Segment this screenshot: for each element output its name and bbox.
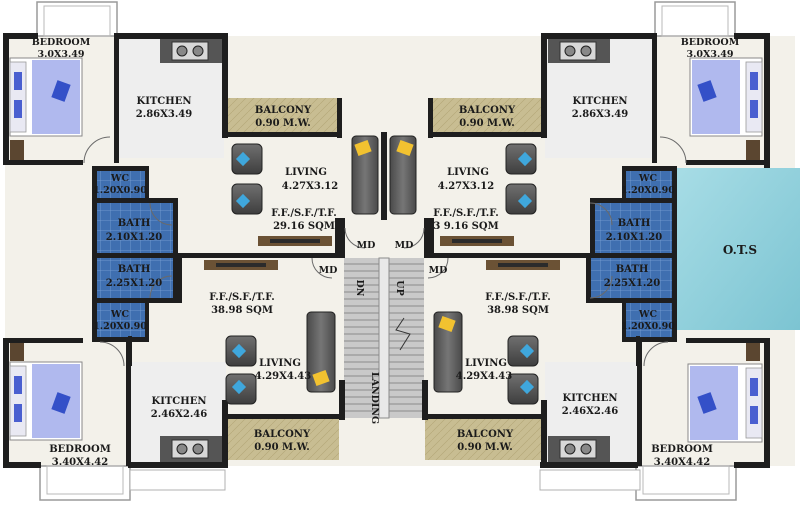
wc-top-right-dim: 1.20X0.90 (621, 185, 675, 196)
bath-upper-right-label: BATH (618, 218, 651, 229)
bath-lower-right-dim: 2.25X1.20 (604, 278, 661, 289)
kitchen-top-left-dim: 2.86X3.49 (136, 109, 193, 120)
living-top-right-dim: 4.27X3.12 (438, 181, 495, 192)
stair-landing-label: LANDING (369, 372, 380, 424)
balcony-top-left-label: BALCONY (255, 105, 312, 116)
tv-units (204, 236, 560, 270)
balcony-bottom-left-label: BALCONY (254, 429, 311, 440)
md-top-left: MD (357, 240, 376, 251)
bath-upper-left-label: BATH (118, 218, 151, 229)
balcony-bottom-right-label: BALCONY (457, 429, 514, 440)
bedroom-top-left-dim: 3.0X3.49 (37, 49, 84, 60)
ots-label: O.T.S (723, 243, 757, 257)
living-top-left-dim: 4.27X3.12 (282, 181, 339, 192)
area-bottom-left-tag: F.F./S.F./T.F. (209, 292, 275, 303)
wc-bottom-right-dim: 1.20X0.90 (621, 321, 675, 332)
door-swings (83, 136, 687, 367)
bath-tiles (95, 171, 675, 339)
balcony-bottom-right-dim: 0.90 M.W. (457, 442, 513, 453)
balcony-top-left-dim: 0.90 M.W. (255, 118, 311, 129)
kitchen-bottom-right-label: KITCHEN (563, 393, 618, 404)
bedroom-bottom-right-label: BEDROOM (651, 444, 713, 455)
bedroom-top-right-dim: 3.0X3.49 (686, 49, 733, 60)
bedroom-bottom-left-label: BEDROOM (49, 444, 111, 455)
area-top-left-tag: F.F./S.F./T.F. (271, 208, 337, 219)
bedroom-bottom-right-dim: 3.40X4.42 (654, 457, 711, 468)
wc-top-left-dim: 1.20X0.90 (93, 185, 147, 196)
walls (3, 33, 770, 468)
ots-shaft (672, 168, 800, 330)
living-bottom-left-dim: 4.29X4.43 (255, 371, 312, 382)
area-bottom-right-value: 38.98 SQM (487, 305, 549, 316)
bath-lower-left-dim: 2.25X1.20 (106, 278, 163, 289)
sofas (306, 135, 463, 393)
living-top-left-label: LIVING (285, 167, 327, 178)
living-bottom-right-label: LIVING (465, 358, 507, 369)
bath-lower-left-label: BATH (118, 264, 151, 275)
bath-upper-left-dim: 2.10X1.20 (106, 232, 163, 243)
bed-top-right (689, 57, 763, 137)
balcony-top-right-dim: 0.90 M.W. (459, 118, 515, 129)
bed-bottom-right (687, 363, 763, 443)
cushions (231, 151, 535, 395)
md-bottom-left: MD (319, 265, 338, 276)
bath-lower-right-label: BATH (616, 264, 649, 275)
wc-bottom-right-label: WC (638, 309, 658, 320)
bedroom-bottom-left-dim: 3.40X4.42 (52, 457, 109, 468)
kitchen-bottom-right-dim: 2.46X2.46 (562, 406, 619, 417)
kitchen-top-right-dim: 2.86X3.49 (572, 109, 629, 120)
md-bottom-right: MD (429, 265, 448, 276)
stair-up-label: UP (394, 280, 405, 295)
wc-top-right-label: WC (638, 173, 658, 184)
kitchen-bottom-left-dim: 2.46X2.46 (151, 409, 208, 420)
kitchen-top-left-label: KITCHEN (137, 96, 192, 107)
living-top-right-label: LIVING (447, 167, 489, 178)
bed-bottom-left (9, 361, 83, 441)
room-labels: BEDROOM 3.0X3.49 BEDROOM 3.0X3.49 KITCHE… (32, 37, 757, 468)
stair-dn-label: DN (354, 280, 365, 297)
kitchen-bottom-left-label: KITCHEN (152, 396, 207, 407)
area-bottom-right-tag: F.F./S.F./T.F. (485, 292, 551, 303)
living-bottom-left-label: LIVING (259, 358, 301, 369)
wc-bottom-left-dim: 1.20X0.90 (93, 321, 147, 332)
balcony-bottom-left-dim: 0.90 M.W. (254, 442, 310, 453)
md-top-right: MD (395, 240, 414, 251)
bedroom-top-right-label: BEDROOM (681, 37, 740, 48)
staircase (344, 257, 424, 419)
living-bottom-right-dim: 4.29X4.43 (456, 371, 513, 382)
wc-bottom-left-label: WC (110, 309, 130, 320)
kitchen-top-right-label: KITCHEN (573, 96, 628, 107)
bedroom-top-left-label: BEDROOM (32, 37, 91, 48)
balcony-top-right-label: BALCONY (459, 105, 516, 116)
kitchen-counters (160, 39, 610, 462)
balconies (227, 98, 543, 460)
wc-top-left-label: WC (110, 173, 130, 184)
area-top-left-value: 29.16 SQM (273, 221, 335, 232)
area-top-right-tag: F.F./S.F./T.F. (433, 208, 499, 219)
area-bottom-left-value: 38.98 SQM (211, 305, 273, 316)
wardrobes (10, 140, 760, 361)
bed-top-left (9, 57, 83, 137)
bath-upper-right-dim: 2.10X1.20 (606, 232, 663, 243)
area-top-right-value: 3 9.16 SQM (433, 221, 498, 232)
